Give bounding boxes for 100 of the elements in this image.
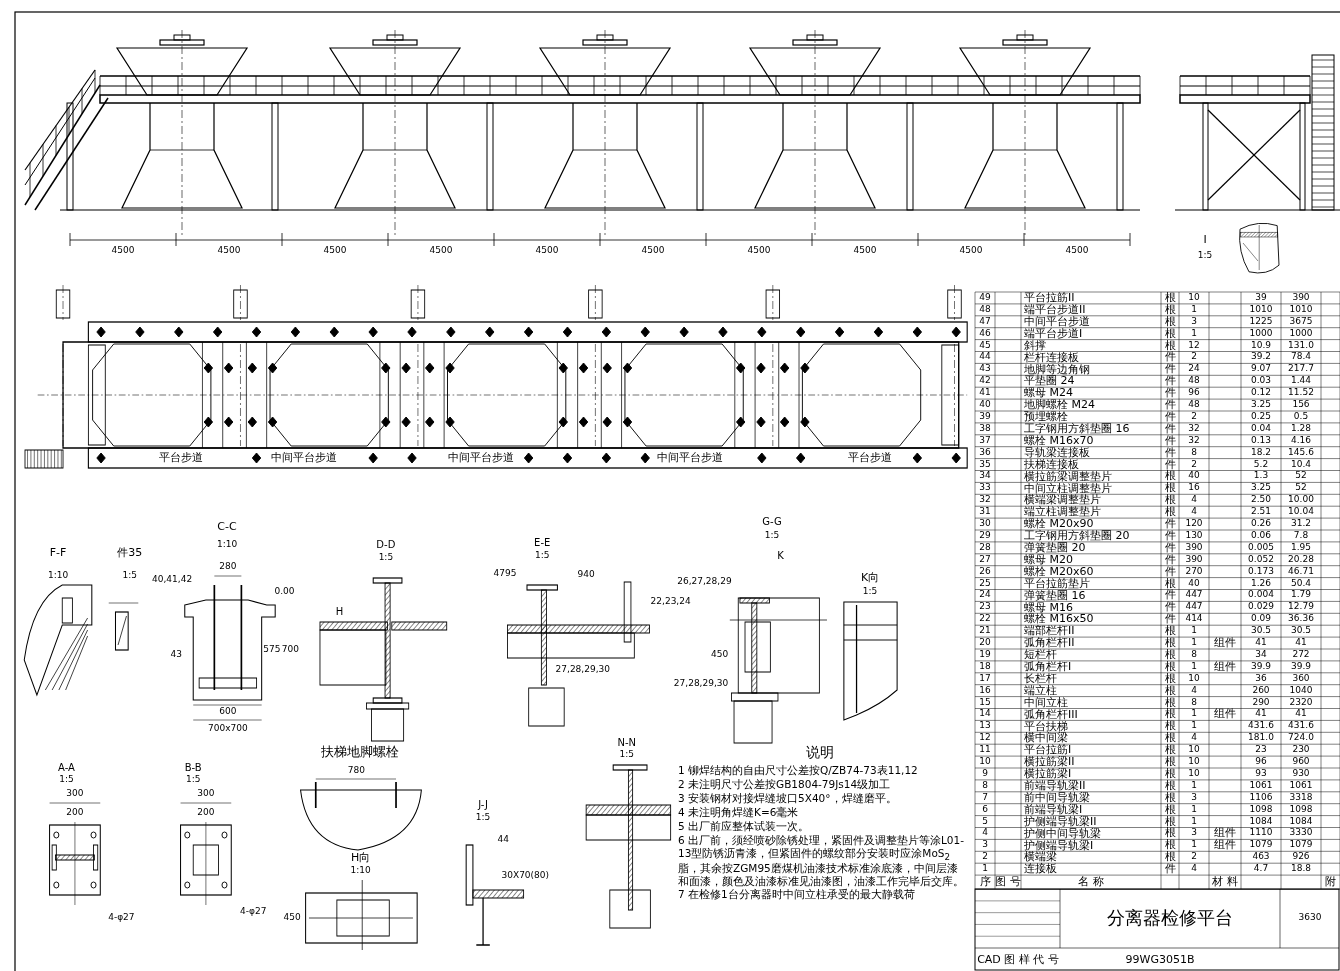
total-weight-value: 131.0 (1288, 340, 1314, 351)
unit-text: 根 (1164, 506, 1176, 518)
part-number: 18 (979, 662, 991, 672)
view-title: 件35 (117, 547, 143, 559)
total-weight-value: 10.04 (1288, 507, 1314, 517)
unit-text: 根 (1164, 637, 1176, 649)
unit-text: 件 (1164, 518, 1176, 530)
unit-weight-value: 1010 (1249, 305, 1273, 315)
unit-weight-value: 23 (1255, 745, 1267, 755)
part-number: 1 (982, 864, 988, 874)
part-name: 平台拉筋II (1024, 292, 1075, 304)
total-weight-value: 52 (1295, 471, 1307, 482)
unit-weight-value: 1098 (1249, 804, 1273, 815)
part-name: 螺栓 M20x60 (1024, 565, 1094, 578)
view-title: D-D (376, 539, 396, 551)
quantity-value: 10 (1188, 674, 1200, 684)
unit-weight-value: 431.6 (1248, 721, 1274, 732)
unit-text: 根 (1164, 815, 1176, 828)
view-title: A-A (58, 762, 75, 774)
unit-weight-value: 463 (1252, 852, 1270, 862)
quantity-value: 24 (1188, 364, 1200, 375)
column-header: 序 (979, 876, 991, 888)
part-number: 28 (979, 543, 991, 553)
part-number: 34 (979, 471, 991, 482)
part-number: 40 (979, 400, 991, 410)
part-name: 扶梯连接板 (1024, 458, 1079, 471)
walkway-label: 平台步道 (846, 452, 894, 464)
quantity-value: 4 (1191, 685, 1197, 696)
quantity-value: 8 (1191, 447, 1197, 458)
scale-text: 1:5 (764, 531, 780, 541)
total-weight-value: 7.8 (1293, 531, 1309, 541)
unit-text: 根 (1164, 792, 1176, 804)
quantity-value: 2 (1191, 852, 1197, 862)
unit-text: 根 (1164, 744, 1176, 756)
weight-value: 3630 (1298, 913, 1322, 923)
part-number: 2 (982, 852, 988, 862)
total-weight-value: 360 (1292, 674, 1310, 684)
quantity-value: 130 (1185, 531, 1203, 541)
part-name: 螺母 M20 (1024, 553, 1073, 566)
unit-weight-value: 30.5 (1251, 626, 1271, 636)
dimension-value: 30X70(80) (501, 871, 550, 881)
part-name: 螺母 M24 (1024, 387, 1073, 399)
dimension-value: 4500 (641, 246, 665, 256)
quantity-value: 2 (1191, 459, 1197, 470)
unit-text: 根 (1164, 720, 1176, 733)
unit-weight-value: 2.51 (1251, 507, 1271, 517)
part-number: 25 (979, 578, 991, 589)
unit-text: 根 (1164, 780, 1176, 792)
unit-text: 根 (1164, 494, 1176, 506)
quantity-value: 1 (1191, 804, 1197, 815)
quantity-value: 1 (1191, 721, 1197, 732)
total-weight-value: 2320 (1289, 697, 1313, 708)
total-weight-value: 18.8 (1291, 864, 1311, 874)
total-weight-value: 52 (1295, 483, 1307, 494)
dimension-value: 575 (263, 645, 281, 655)
unit-weight-value: 1061 (1249, 781, 1273, 791)
unit-weight-value: 0.005 (1248, 543, 1274, 553)
quantity-value: 390 (1185, 543, 1203, 553)
unit-weight-value: 18.2 (1251, 447, 1271, 458)
quantity-value: 270 (1185, 566, 1203, 577)
dimension-value: 300 (197, 789, 215, 799)
part-number: 16 (979, 685, 991, 696)
scale-text: 1:10 (216, 540, 238, 550)
part-number: 6 (982, 804, 988, 815)
walkway-label: 中间平台步道 (655, 452, 725, 464)
unit-text: 根 (1164, 803, 1176, 816)
part-number: 43 (979, 364, 991, 375)
total-weight-value: 1.28 (1291, 424, 1311, 434)
dimension-value: 4500 (429, 246, 453, 256)
unit-weight-value: 1106 (1249, 793, 1273, 803)
part-name: 横中间梁 (1024, 732, 1068, 744)
part-number: 32 (979, 495, 991, 505)
part-number: 39 (979, 412, 991, 422)
part-name: 前中间导轨梁 (1024, 791, 1090, 804)
unit-text: 根 (1164, 577, 1176, 590)
part-name: 弹簧垫圈 16 (1024, 589, 1086, 602)
unit-weight-value: 0.25 (1251, 412, 1271, 422)
part-name: 栏杆连接板 (1024, 351, 1079, 364)
part-number: 9 (982, 769, 988, 779)
unit-text: 根 (1164, 470, 1176, 483)
quantity-value: 40 (1188, 578, 1200, 589)
part-number: 44 (979, 352, 991, 363)
dimension-value: 4500 (747, 246, 771, 256)
part-number: 29 (979, 531, 991, 541)
total-weight-value: 145.6 (1288, 447, 1314, 458)
unit-text: 件 (1164, 613, 1176, 625)
part-name: 横拉筋梁II (1024, 756, 1075, 768)
part-number: 15 (979, 697, 991, 708)
part-name: 预埋螺栓 (1024, 411, 1068, 423)
total-weight-value: 960 (1292, 757, 1310, 767)
unit-weight-value: 0.03 (1251, 376, 1271, 386)
unit-weight-value: 10.9 (1251, 340, 1271, 351)
unit-text: 根 (1164, 316, 1176, 328)
part-name: 斜撑 (1024, 339, 1046, 352)
total-weight-value: 30.5 (1291, 626, 1311, 636)
unit-weight-value: 0.173 (1248, 566, 1274, 577)
note-text: 1 铆焊结构的自由尺寸公差按Q/ZB74-73表11,12 (678, 764, 919, 777)
unit-weight-value: 96 (1255, 757, 1267, 767)
unit-text: 件 (1164, 458, 1176, 471)
unit-text: 根 (1164, 649, 1176, 661)
